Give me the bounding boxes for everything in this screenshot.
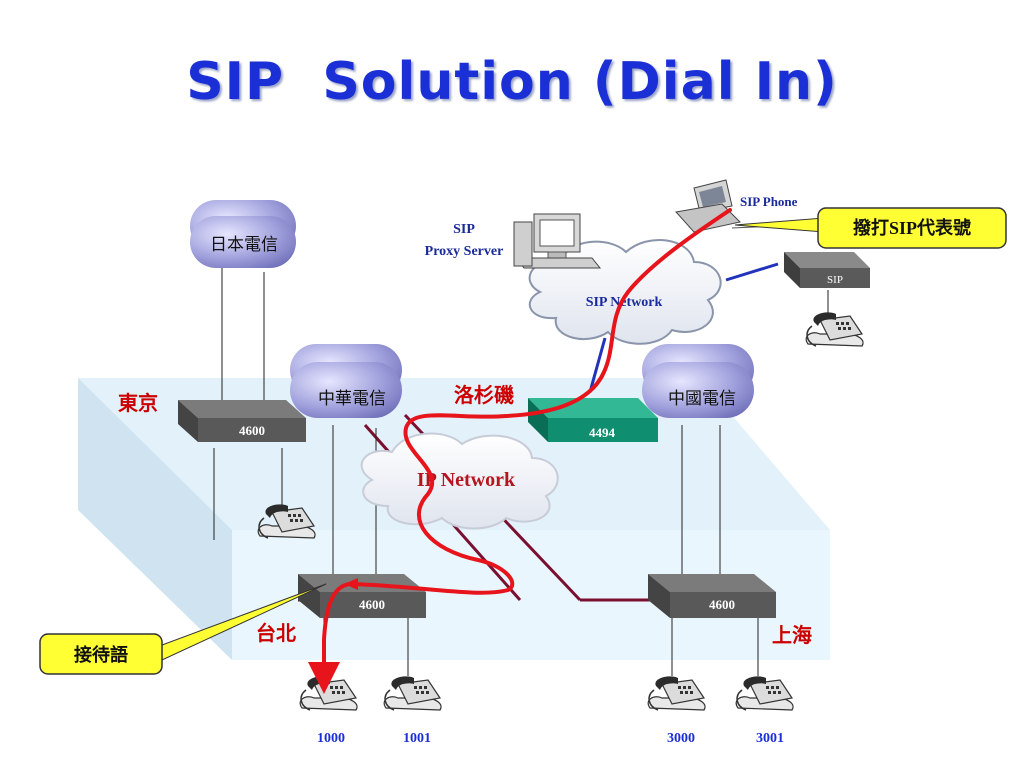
callout-greeting: 接待語 — [39, 583, 327, 675]
phone-1000-icon — [299, 676, 358, 711]
callout-dial-text: 撥打SIP代表號 — [853, 217, 971, 238]
phones — [257, 312, 864, 711]
carrier-chunghwa: 中華電信 — [290, 344, 402, 418]
sip-gateway-label: SIP — [827, 274, 843, 286]
sip-phone-label: SIP Phone — [740, 194, 798, 209]
city-tokyo: 東京 — [118, 391, 158, 415]
phone-sip-icon — [805, 312, 864, 347]
extension-1000: 1000 — [317, 731, 345, 746]
pbx-shanghai: 4600 — [648, 574, 776, 618]
pbx-tokyo: 4600 — [178, 400, 306, 442]
city-taipei: 台北 — [256, 621, 296, 645]
page-title: SIP Solution (Dial In) — [186, 52, 838, 112]
pbx-tokyo-label: 4600 — [239, 423, 265, 438]
proxy-server-label-2: Proxy Server — [425, 244, 504, 259]
ip-network-label: IP Network — [417, 469, 516, 491]
phone-tokyo-icon — [257, 504, 316, 539]
callout-dial: 撥打SIP代表號 — [734, 207, 1007, 249]
phone-1001-icon — [383, 676, 442, 711]
phone-3001-icon — [735, 676, 794, 711]
extension-3001: 3001 — [756, 731, 784, 746]
carrier-chunghwa-label: 中華電信 — [318, 389, 386, 408]
ip-network-cloud: IP Network — [360, 432, 559, 530]
city-shanghai: 上海 — [772, 623, 812, 647]
city-los-angeles: 洛杉磯 — [454, 383, 514, 407]
callout-greeting-text: 接待語 — [74, 644, 128, 665]
call-path-arrow-taipei — [344, 578, 358, 590]
carrier-china: 中國電信 — [642, 344, 754, 418]
extension-1001: 1001 — [403, 731, 431, 746]
sip-network-label: SIP Network — [586, 295, 663, 310]
pbx-taipei: 4600 — [298, 574, 426, 618]
carrier-japan: 日本電信 — [190, 200, 296, 268]
gateway-la: 4494 — [528, 398, 658, 442]
carrier-china-label: 中國電信 — [668, 389, 736, 408]
phone-3000-icon — [647, 676, 706, 711]
extension-3000: 3000 — [667, 731, 695, 746]
pbx-taipei-label: 4600 — [359, 597, 385, 612]
carrier-japan-label: 日本電信 — [210, 235, 278, 254]
gateway-la-label: 4494 — [589, 425, 616, 440]
proxy-server-label-1: SIP — [453, 222, 475, 237]
sip-gateway: SIP — [784, 252, 870, 288]
sip-phone-laptop: SIP Phone — [675, 179, 798, 233]
pbx-shanghai-label: 4600 — [709, 597, 735, 612]
proxy-server: SIP Proxy Server — [425, 213, 602, 269]
call-path — [308, 208, 732, 694]
